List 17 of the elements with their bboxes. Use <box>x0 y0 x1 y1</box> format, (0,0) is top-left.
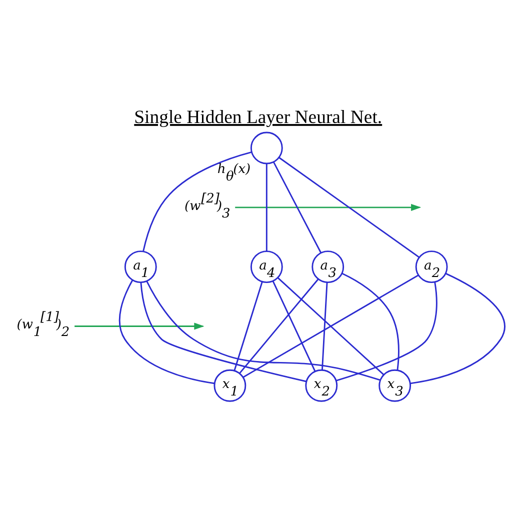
diagram-title: Single Hidden Layer Neural Net. <box>134 107 382 128</box>
connector <box>140 282 307 382</box>
connector <box>272 280 316 372</box>
connector <box>321 282 328 370</box>
connector <box>410 272 506 384</box>
node-circle <box>250 132 283 164</box>
connector <box>336 282 438 382</box>
connector <box>342 272 400 370</box>
connector <box>266 164 268 252</box>
connector <box>142 151 252 252</box>
connector <box>234 282 263 371</box>
connector <box>238 278 319 374</box>
connector <box>118 280 215 384</box>
connector <box>273 162 322 254</box>
connector <box>146 280 380 381</box>
connector <box>277 277 384 376</box>
connector <box>242 274 419 378</box>
